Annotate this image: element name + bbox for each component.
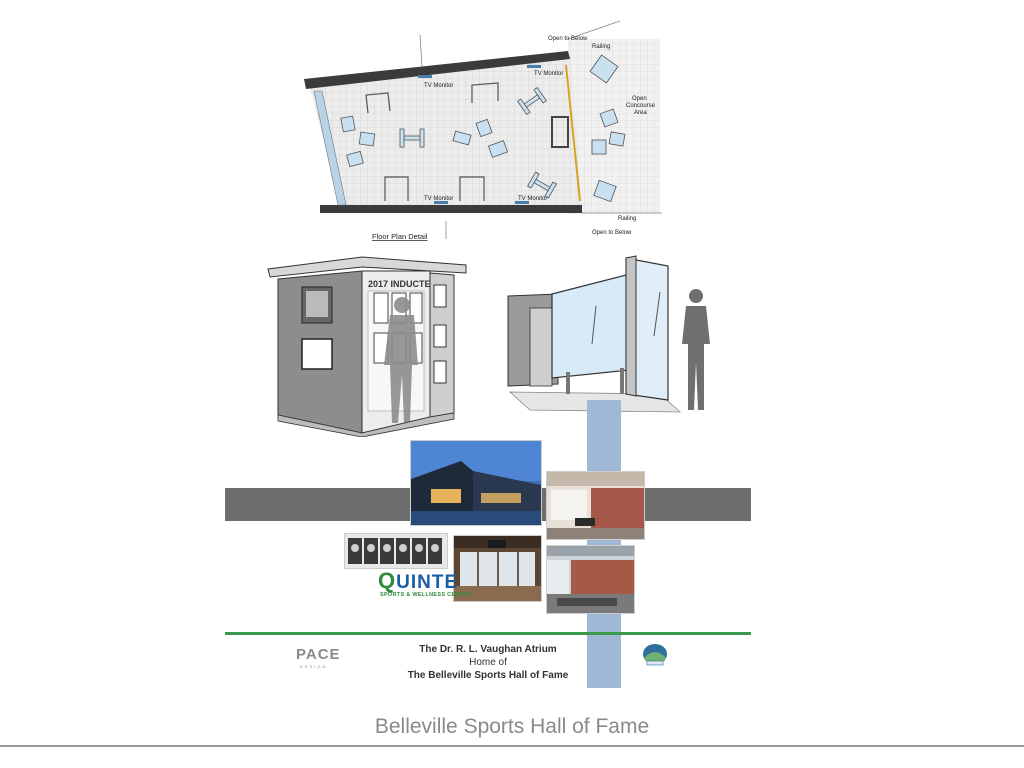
building-exterior-photo [410, 440, 542, 526]
blue-accent-bar [587, 400, 621, 688]
kiosk-sign: 2017 INDUCTEES [368, 279, 443, 289]
atrium-title: The Dr. R. L. Vaughan Atrium [419, 644, 557, 655]
display-case-sketch [507, 255, 710, 413]
plan-label-open-concourse-1: Open [632, 96, 647, 102]
plan-label-tv-monitor-2: TV Monitor [534, 71, 563, 77]
floor-plan-drawing: Open to Below Railing TV Monitor TV Moni… [304, 20, 662, 241]
plan-label-tv-monitor-3: TV Monitor [424, 196, 453, 202]
plan-label-railing-bottom: Railing [618, 216, 636, 222]
atrium-seating-photo [546, 545, 635, 614]
quinte-logo-letter: Q [378, 568, 397, 593]
atrium-hall-name: The Belleville Sports Hall of Fame [407, 670, 569, 681]
plan-label-railing-top: Railing [592, 44, 610, 50]
plan-label-open-to-below-top: Open to Below [548, 36, 588, 42]
plan-label-tv-monitor-4: TV Monitor [518, 196, 547, 202]
plan-label-tv-monitor-1: TV Monitor [424, 83, 453, 89]
atrium-lounge-photo [546, 471, 645, 540]
atrium-interior-photo [453, 535, 542, 602]
green-rule [225, 632, 751, 635]
quinte-logo-subtitle: SPORTS & WELLNESS CENTRE [380, 592, 472, 598]
belleville-crest-logo [643, 644, 667, 666]
plan-label-open-concourse-3: Area [634, 110, 647, 116]
quinte-logo-text: UINTE [396, 572, 459, 593]
plan-label-open-to-below-bottom: Open to Below [592, 230, 632, 236]
kiosk-sketch: 2017 INDUCTEES [267, 256, 467, 437]
quinte-logo: QUINTE [378, 568, 458, 594]
atrium-home-of: Home of [469, 657, 507, 668]
plaques-photo [344, 533, 448, 569]
plan-label-open-concourse-2: Concourse [626, 103, 656, 109]
slide-footer-rule [0, 745, 1024, 747]
floor-plan-caption: Floor Plan Detail [372, 232, 428, 241]
atrium-dedication: The Dr. R. L. Vaughan Atrium Home of The… [383, 643, 593, 682]
pace-design-logo: PACE [296, 646, 341, 663]
slide-title: Belleville Sports Hall of Fame [374, 715, 650, 738]
pace-design-logo-subtitle: DESIGN [300, 664, 328, 669]
